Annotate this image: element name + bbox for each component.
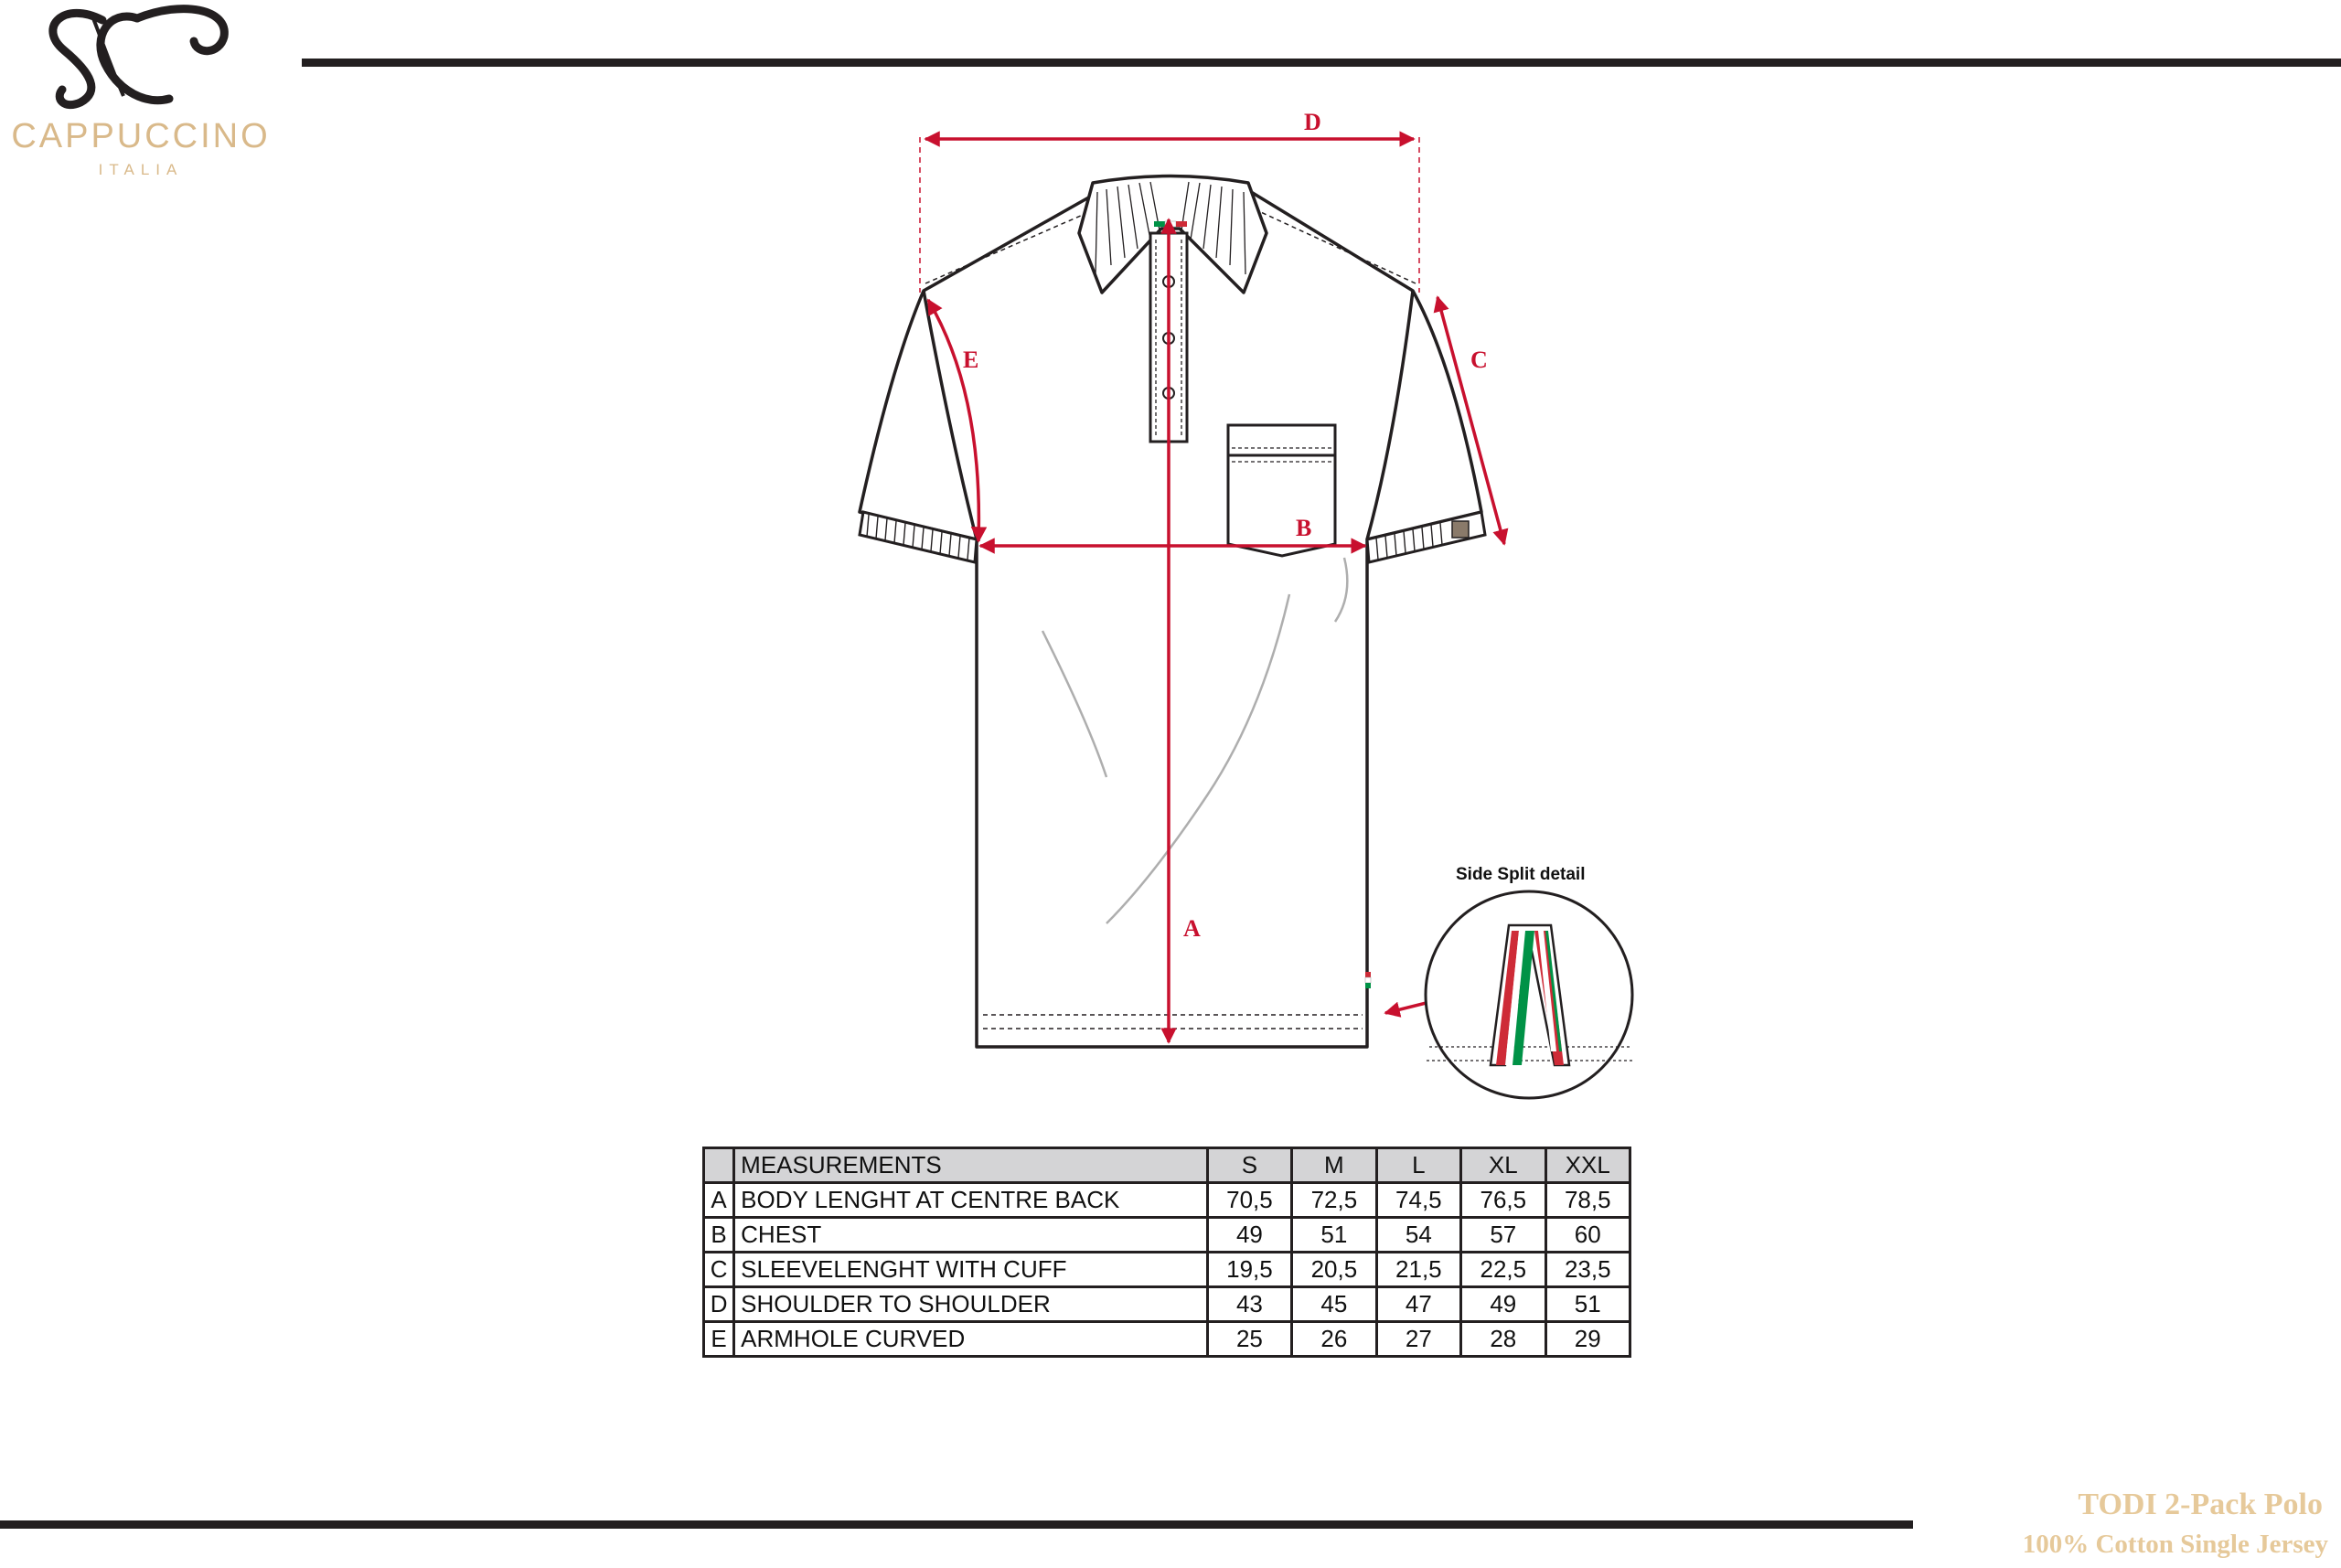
row-letter: A [701, 1181, 736, 1219]
cell-value: 78,5 [1544, 1181, 1632, 1219]
brand-subtitle: ITALIA [98, 161, 184, 178]
row-letter: D [701, 1285, 736, 1323]
sleeve-cuff-right [1365, 510, 1487, 564]
cell-value: 27 [1374, 1320, 1463, 1358]
row-name: SLEEVELENGHT WITH CUFF [732, 1251, 1209, 1288]
row-name: ARMHOLE CURVED [732, 1320, 1209, 1358]
detail-title: Side Split detail [1456, 865, 1585, 884]
table-row: A BODY LENGHT AT CENTRE BACK 70,5 72,5 7… [701, 1181, 1632, 1219]
table-row: E ARMHOLE CURVED 25 26 27 28 29 [701, 1320, 1632, 1358]
cell-value: 49 [1459, 1285, 1547, 1323]
cell-value: 51 [1544, 1285, 1632, 1323]
size-chart-table: MEASUREMENTS S M L XL XXL A BODY LENGHT … [701, 1147, 1632, 1358]
measure-arrow-c [1433, 295, 1509, 546]
header-size-m: M [1290, 1147, 1378, 1184]
bottom-divider [0, 1520, 1913, 1529]
chest-pocket [1226, 423, 1337, 558]
measure-arrow-e [926, 298, 988, 543]
cell-value: 29 [1544, 1320, 1632, 1358]
cell-value: 22,5 [1459, 1251, 1547, 1288]
table-row: C SLEEVELENGHT WITH CUFF 19,5 20,5 21,5 … [701, 1251, 1632, 1288]
row-name: BODY LENGHT AT CENTRE BACK [732, 1181, 1209, 1219]
header-size-s: S [1205, 1147, 1294, 1184]
cell-value: 26 [1290, 1320, 1378, 1358]
cell-value: 76,5 [1459, 1181, 1547, 1219]
cell-value: 51 [1290, 1216, 1378, 1253]
label-b: B [1296, 515, 1311, 541]
label-e: E [963, 347, 978, 373]
label-d: D [1304, 109, 1321, 135]
table-row: D SHOULDER TO SHOULDER 43 45 47 49 51 [701, 1285, 1632, 1323]
row-letter: C [701, 1251, 736, 1288]
brand-logo: CAPPUCCINO ITALIA [0, 0, 293, 183]
cell-value: 74,5 [1374, 1181, 1463, 1219]
cell-value: 47 [1374, 1285, 1463, 1323]
cell-value: 23,5 [1544, 1251, 1632, 1288]
cell-value: 20,5 [1290, 1251, 1378, 1288]
cell-value: 49 [1205, 1216, 1294, 1253]
label-a: A [1183, 915, 1201, 942]
monogram-icon [48, 5, 229, 110]
brand-name: CAPPUCCINO [11, 117, 271, 155]
row-letter: B [701, 1216, 736, 1253]
cell-value: 72,5 [1290, 1181, 1378, 1219]
cell-value: 70,5 [1205, 1181, 1294, 1219]
cell-value: 45 [1290, 1285, 1378, 1323]
product-title: TODI 2-Pack Polo [2078, 1488, 2323, 1521]
cell-value: 43 [1205, 1285, 1294, 1323]
row-name: CHEST [732, 1216, 1209, 1253]
cell-value: 19,5 [1205, 1251, 1294, 1288]
sleeve-cuff-left [858, 510, 978, 564]
header-measurements: MEASUREMENTS [732, 1147, 1209, 1184]
cell-value: 21,5 [1374, 1251, 1463, 1288]
header-size-xxl: XXL [1544, 1147, 1632, 1184]
header-size-xl: XL [1459, 1147, 1547, 1184]
cell-value: 60 [1544, 1216, 1632, 1253]
cell-value: 25 [1205, 1320, 1294, 1358]
top-divider [302, 59, 2341, 67]
table-row: B CHEST 49 51 54 57 60 [701, 1216, 1632, 1253]
header-letter-cell [701, 1147, 736, 1184]
table-header-row: MEASUREMENTS S M L XL XXL [701, 1147, 1632, 1184]
cell-value: 28 [1459, 1320, 1547, 1358]
product-material: 100% Cotton Single Jersey [2022, 1530, 2328, 1559]
header-size-l: L [1374, 1147, 1463, 1184]
side-split-detail [1424, 890, 1634, 1100]
cell-value: 54 [1374, 1216, 1463, 1253]
row-name: SHOULDER TO SHOULDER [732, 1285, 1209, 1323]
row-letter: E [701, 1320, 736, 1358]
cell-value: 57 [1459, 1216, 1547, 1253]
label-c: C [1470, 347, 1488, 373]
